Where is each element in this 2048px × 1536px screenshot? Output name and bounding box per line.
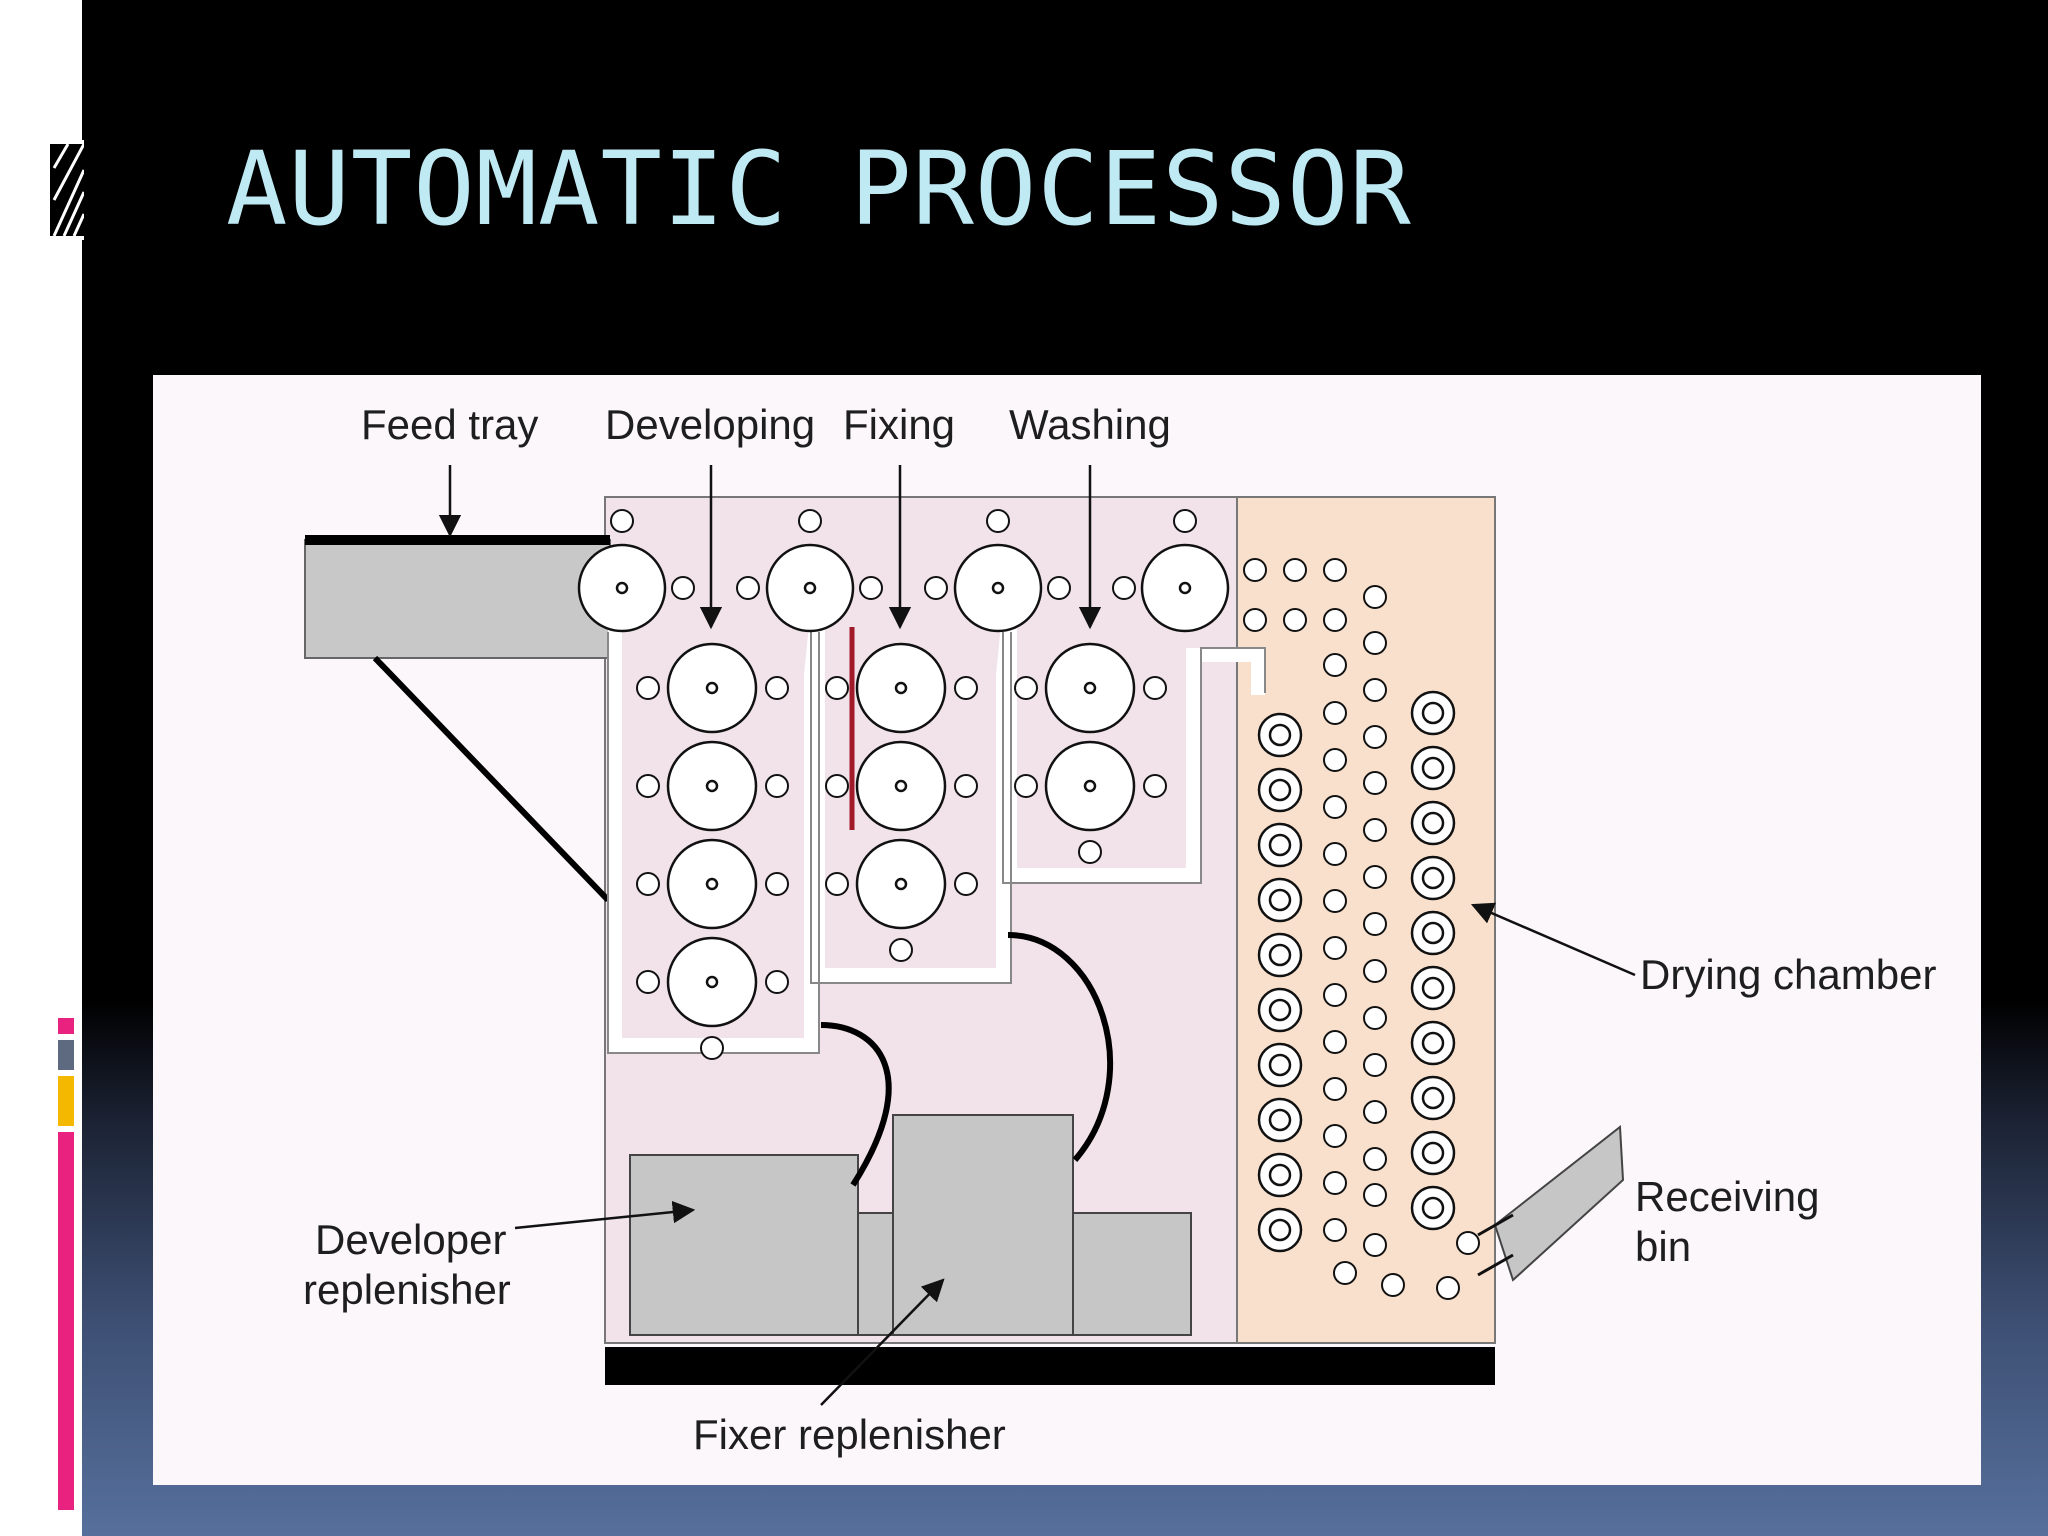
feed-tray	[304, 539, 611, 659]
fixing-rollers	[855, 642, 947, 930]
drying-rollers-small	[1243, 558, 1480, 1300]
fixer-hose	[1007, 932, 1113, 1162]
small-guide-rollers	[610, 509, 1197, 1060]
label-feed-tray: Feed tray	[361, 401, 539, 448]
accent-bar-pink-top	[58, 1018, 74, 1034]
label-receiving-bin-line1: Receiving	[1635, 1173, 1820, 1220]
leader-arrows	[438, 465, 1636, 1406]
accent-bar-pink	[58, 1132, 74, 1510]
base-bar	[605, 1347, 1495, 1385]
accent-bar-gray	[58, 1040, 74, 1070]
auxiliary-tank-right	[1072, 1212, 1192, 1336]
label-receiving-bin-line2: bin	[1635, 1223, 1692, 1270]
auxiliary-tank-left	[857, 1212, 894, 1336]
processor-schematic	[304, 465, 1636, 1406]
window-pane-logo-icon	[44, 140, 84, 240]
label-washing: Washing	[1009, 401, 1171, 448]
label-developer-replenisher-line1: Developer	[315, 1216, 507, 1263]
drying-rollers-inner	[1268, 701, 1445, 1242]
label-fixing: Fixing	[843, 401, 956, 448]
label-developing: Developing	[605, 401, 816, 448]
developer-replenisher-tank	[629, 1154, 859, 1336]
receiving-bin	[1493, 1125, 1625, 1282]
feed-tray-support	[372, 655, 611, 903]
washing-rollers	[1044, 642, 1136, 832]
top-rollers	[577, 543, 1230, 633]
automatic-processor-diagram: Feed tray Developing Fixing Washing Dryi…	[153, 375, 1981, 1485]
label-developer-replenisher-line2: replenisher	[303, 1266, 511, 1313]
accent-bar-yellow	[58, 1076, 74, 1126]
feed-tray-top	[305, 535, 610, 545]
developing-rollers	[666, 642, 758, 1028]
label-fixer-replenisher: Fixer replenisher	[693, 1411, 1006, 1458]
developer-hose	[820, 1022, 892, 1187]
slide-title: AUTOMATIC PROCESSOR	[226, 130, 1412, 249]
label-drying-chamber: Drying chamber	[1640, 951, 1937, 998]
